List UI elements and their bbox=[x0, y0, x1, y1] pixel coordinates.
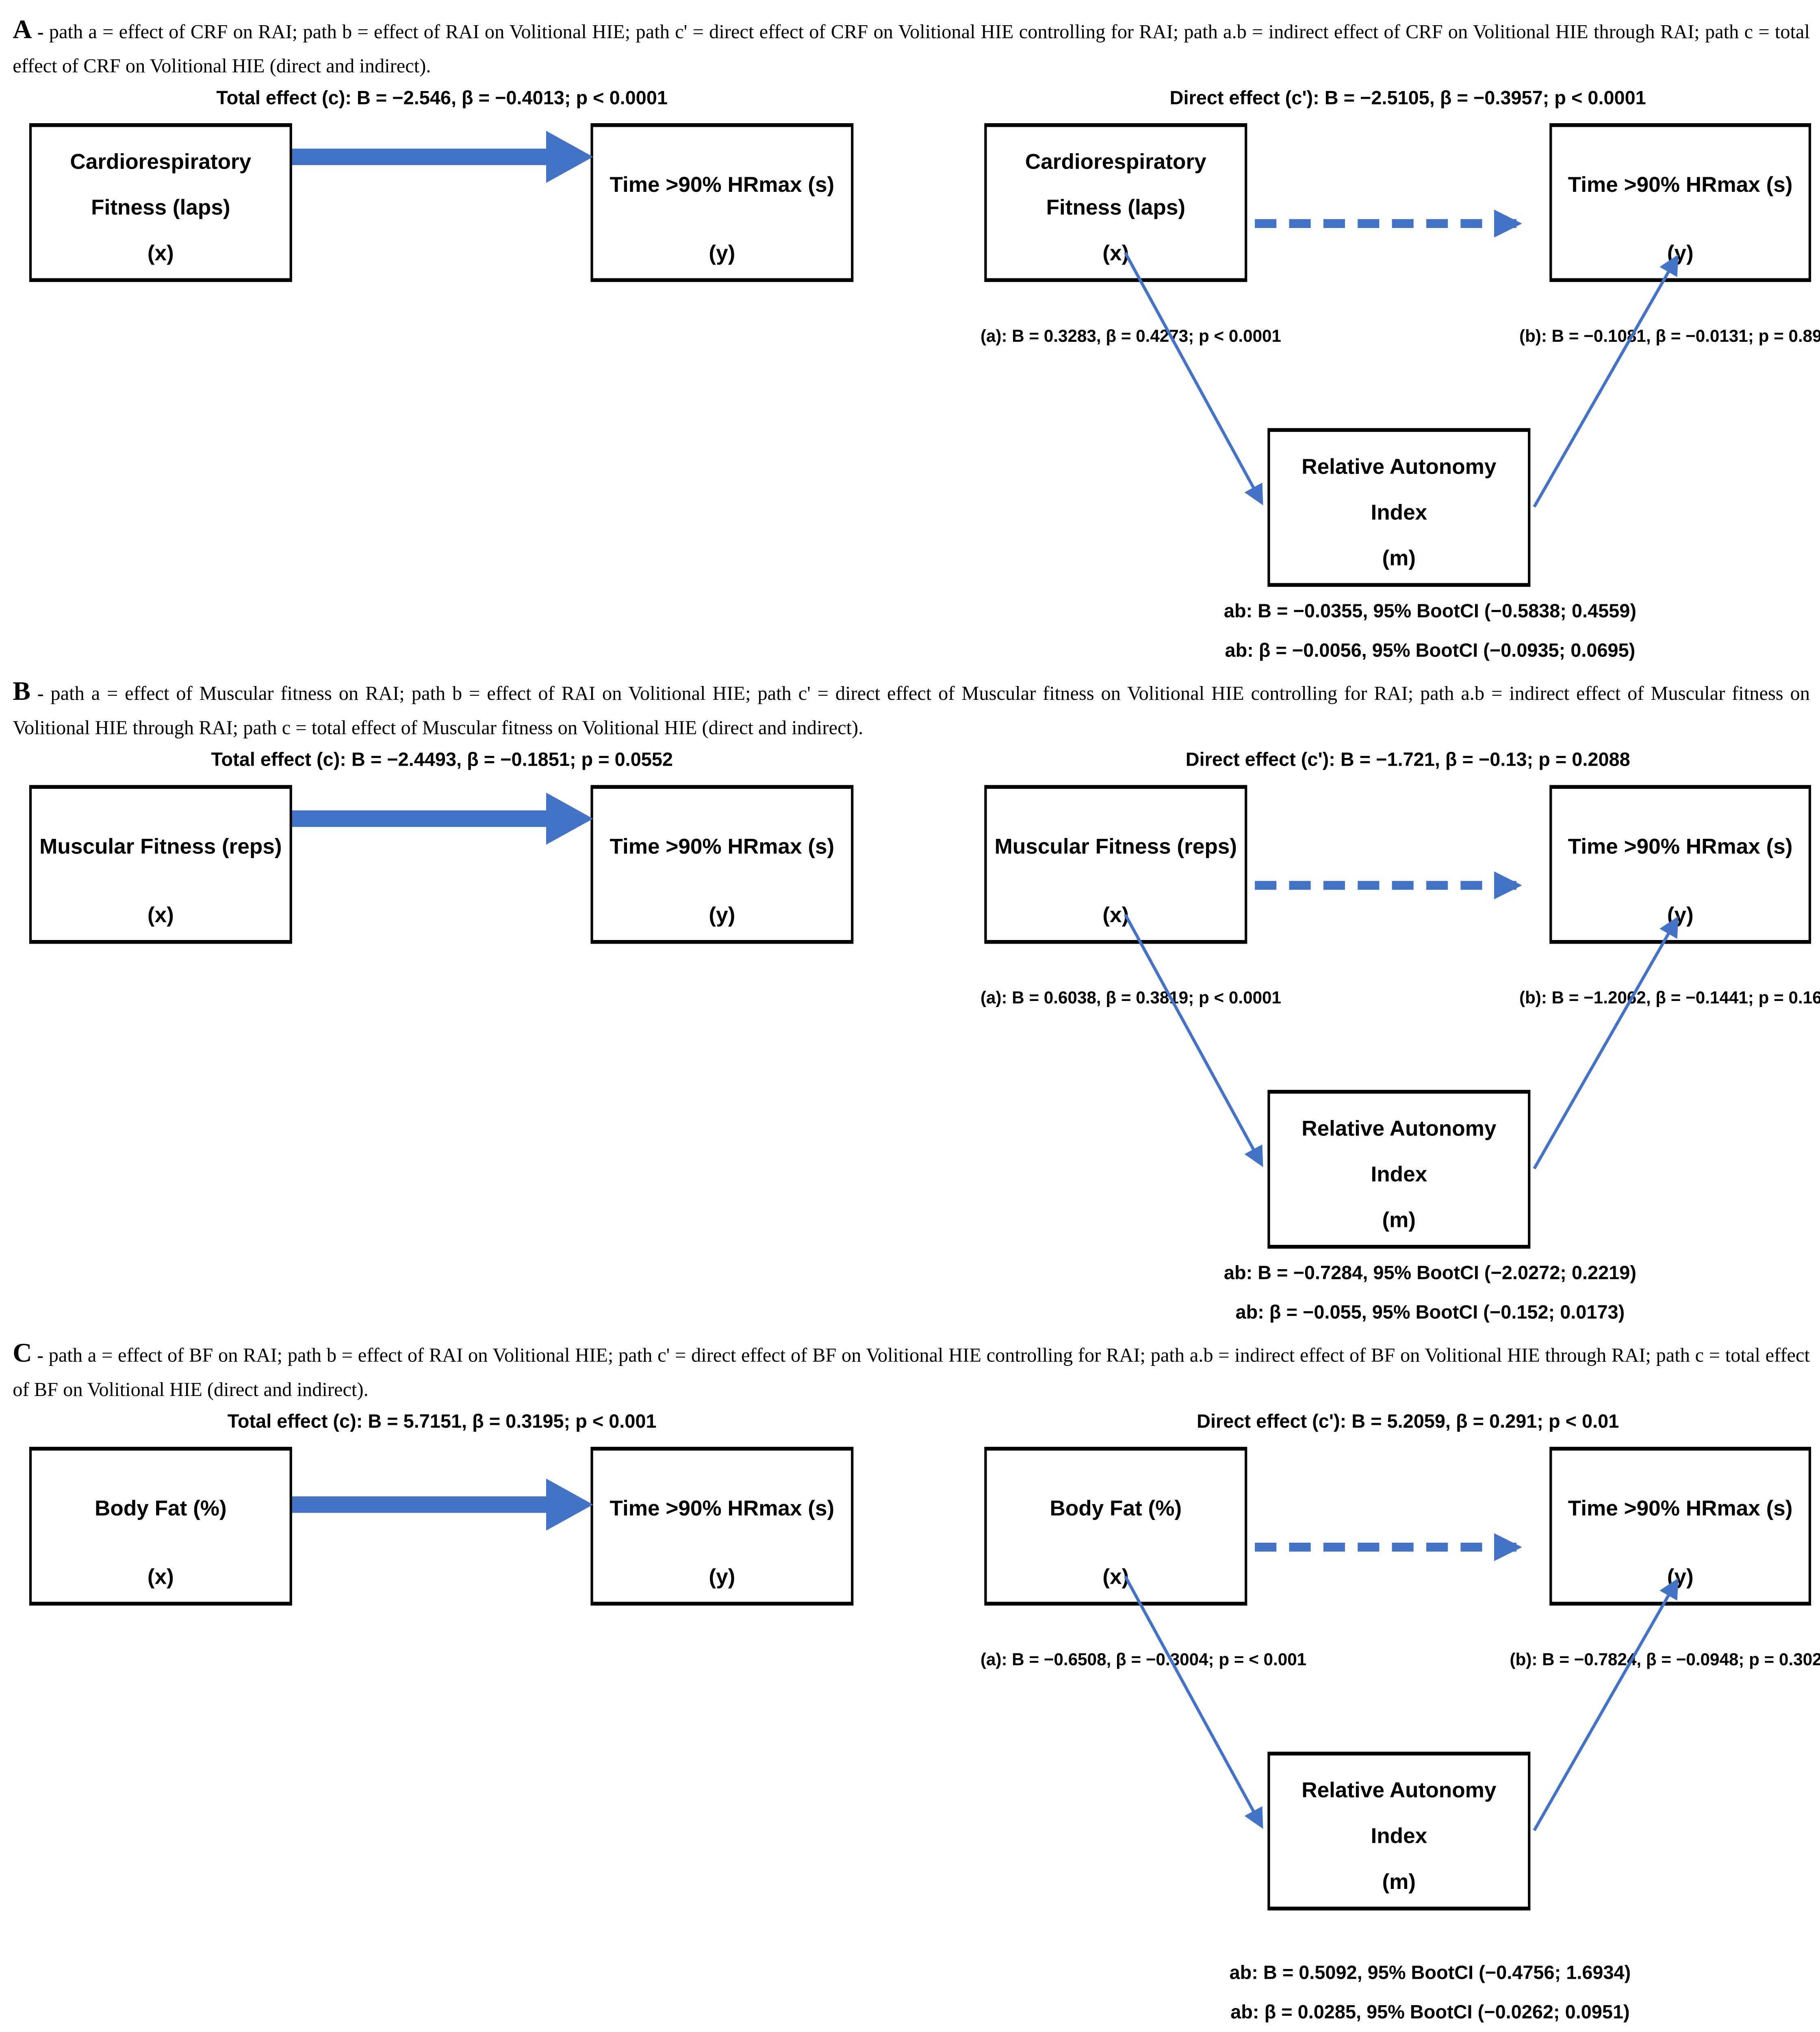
indirect-effect-block: ab: B = 0.5092, 95% BootCI (−0.4756; 1.6… bbox=[1029, 1955, 1820, 2032]
outcome-name: Time >90% HRmax (s) bbox=[610, 1496, 835, 1521]
panel-b-caption: B - path a = effect of Muscular fitness … bbox=[13, 670, 1810, 745]
mediator-role: (m) bbox=[1382, 1208, 1416, 1233]
predictor-name: Body Fat (%) bbox=[1050, 1496, 1182, 1521]
path-a-stats: (a): B = −0.6508, β = −0.3004; p = < 0.0… bbox=[980, 1650, 1307, 1670]
panel-a: A - path a = effect of CRF on RAI; path … bbox=[13, 8, 1820, 662]
predictor-name: Cardiorespiratory Fitness (laps) bbox=[70, 149, 252, 220]
predictor-name: Body Fat (%) bbox=[95, 1496, 227, 1521]
indirect-effect-b: ab: B = −0.0355, 95% BootCI (−0.5838; 0.… bbox=[1223, 601, 1636, 623]
panel-c-separator: - bbox=[37, 1346, 44, 1367]
path-b-stats: (b): B = −1.2062, β = −0.1441; p = 0.164 bbox=[1519, 988, 1820, 1008]
outcome-box-direct: Time >90% HRmax (s) (y) bbox=[1549, 1447, 1811, 1606]
mediator-box: Relative Autonomy Index (m) bbox=[1267, 1752, 1531, 1911]
predictor-name: Muscular Fitness (reps) bbox=[994, 834, 1237, 859]
total-effect-arrow bbox=[292, 131, 593, 183]
panel-c-caption: C - path a = effect of BF on RAI; path b… bbox=[13, 1331, 1810, 1407]
path-stats-row: (a): B = −0.6508, β = −0.3004; p = < 0.0… bbox=[981, 1650, 1820, 1669]
path-a-arrow bbox=[1124, 1576, 1263, 1830]
direct-effect-label: Direct effect (c'): B = −2.5105, β = −0.… bbox=[1169, 88, 1646, 110]
predictor-role: (x) bbox=[1102, 1565, 1129, 1590]
path-b-arrow bbox=[1533, 916, 1679, 1170]
panel-a-caption-text: path a = effect of CRF on RAI; path b = … bbox=[13, 22, 1810, 78]
path-stats-row: (a): B = 0.6038, β = 0.3819; p < 0.0001 … bbox=[981, 988, 1820, 1007]
indirect-effect-b: ab: B = −0.7284, 95% BootCI (−2.0272; 0.… bbox=[1223, 1263, 1636, 1285]
predictor-role: (x) bbox=[1102, 903, 1129, 928]
predictor-box-direct: Body Fat (%) (x) bbox=[984, 1447, 1247, 1606]
panel-b-caption-text: path a = effect of Muscular fitness on R… bbox=[13, 683, 1810, 740]
outcome-box-total: Time >90% HRmax (s) (y) bbox=[590, 1447, 854, 1606]
indirect-effect-beta: ab: β = 0.0285, 95% BootCI (−0.0262; 0.0… bbox=[1230, 2002, 1630, 2024]
outcome-name: Time >90% HRmax (s) bbox=[1568, 834, 1793, 859]
indirect-effect-beta: ab: β = −0.055, 95% BootCI (−0.152; 0.01… bbox=[1235, 1302, 1625, 1324]
panel-b-separator: - bbox=[37, 685, 44, 706]
predictor-role: (x) bbox=[147, 1565, 174, 1590]
path-a-arrow bbox=[1124, 252, 1263, 506]
panel-b-letter: B bbox=[13, 676, 31, 707]
direct-effect-label: Direct effect (c'): B = −1.721, β = −0.1… bbox=[1185, 749, 1630, 772]
outcome-name: Time >90% HRmax (s) bbox=[610, 172, 835, 197]
path-a-arrow bbox=[1124, 914, 1263, 1168]
predictor-name: Cardiorespiratory Fitness (laps) bbox=[1025, 149, 1206, 220]
panel-b-diagram: Total effect (c): B = −2.4493, β = −0.18… bbox=[13, 749, 1820, 1324]
mediator-name: Relative Autonomy Index bbox=[1302, 1116, 1497, 1187]
outcome-box-total: Time >90% HRmax (s) (y) bbox=[590, 785, 854, 944]
path-a-stats: (a): B = 0.3283, β = 0.4273; p < 0.0001 bbox=[980, 326, 1281, 346]
outcome-name: Time >90% HRmax (s) bbox=[610, 834, 835, 859]
panel-a-letter: A bbox=[13, 14, 32, 45]
total-effect-arrow bbox=[292, 793, 593, 845]
path-stats-row: (a): B = 0.3283, β = 0.4273; p < 0.0001 … bbox=[981, 327, 1820, 346]
predictor-box-total: Muscular Fitness (reps) (x) bbox=[29, 785, 292, 944]
mediator-box: Relative Autonomy Index (m) bbox=[1267, 428, 1531, 587]
panel-a-diagram: Total effect (c): B = −2.546, β = −0.401… bbox=[13, 88, 1820, 662]
predictor-box-direct: Cardiorespiratory Fitness (laps) (x) bbox=[984, 123, 1247, 282]
mediator-role: (m) bbox=[1382, 546, 1416, 571]
predictor-role: (x) bbox=[147, 903, 174, 928]
panel-a-separator: - bbox=[37, 23, 44, 43]
panel-b: B - path a = effect of Muscular fitness … bbox=[13, 670, 1820, 1324]
panel-c-letter: C bbox=[13, 1338, 32, 1369]
outcome-box-direct: Time >90% HRmax (s) (y) bbox=[1549, 123, 1811, 282]
outcome-name: Time >90% HRmax (s) bbox=[1568, 172, 1793, 197]
total-effect-arrow bbox=[292, 1479, 593, 1531]
path-b-arrow bbox=[1533, 1578, 1679, 1832]
outcome-role: (y) bbox=[709, 241, 735, 266]
path-b-arrow bbox=[1533, 254, 1679, 508]
mediator-name: Relative Autonomy Index bbox=[1302, 1778, 1497, 1849]
direct-effect-label: Direct effect (c'): B = 5.2059, β = 0.29… bbox=[1197, 1411, 1619, 1433]
outcome-role: (y) bbox=[709, 903, 735, 928]
path-a-stats: (a): B = 0.6038, β = 0.3819; p < 0.0001 bbox=[980, 988, 1281, 1008]
predictor-box-total: Body Fat (%) (x) bbox=[29, 1447, 292, 1606]
outcome-box-direct: Time >90% HRmax (s) (y) bbox=[1549, 785, 1811, 944]
panel-c-caption-text: path a = effect of BF on RAI; path b = e… bbox=[13, 1345, 1810, 1402]
path-b-stats: (b): B = −0.7824, β = −0.0948; p = 0.302… bbox=[1510, 1650, 1820, 1670]
panel-c: C - path a = effect of BF on RAI; path b… bbox=[13, 1331, 1820, 2029]
indirect-effect-b: ab: B = 0.5092, 95% BootCI (−0.4756; 1.6… bbox=[1229, 1963, 1631, 1985]
total-effect-label: Total effect (c): B = −2.4493, β = −0.18… bbox=[211, 749, 673, 772]
panel-c-diagram: Total effect (c): B = 5.7151, β = 0.3195… bbox=[13, 1412, 1820, 2029]
indirect-effect-block: ab: B = −0.7284, 95% BootCI (−2.0272; 0.… bbox=[1029, 1255, 1820, 1333]
panel-a-caption: A - path a = effect of CRF on RAI; path … bbox=[13, 8, 1810, 83]
outcome-role: (y) bbox=[1667, 903, 1694, 928]
outcome-role: (y) bbox=[1667, 241, 1694, 266]
predictor-box-direct: Muscular Fitness (reps) (x) bbox=[984, 785, 1247, 944]
mediator-name: Relative Autonomy Index bbox=[1302, 454, 1497, 525]
outcome-role: (y) bbox=[1667, 1565, 1694, 1590]
predictor-name: Muscular Fitness (reps) bbox=[39, 834, 282, 859]
outcome-name: Time >90% HRmax (s) bbox=[1568, 1496, 1793, 1521]
indirect-effect-block: ab: B = −0.0355, 95% BootCI (−0.5838; 0.… bbox=[1029, 593, 1820, 671]
predictor-role: (x) bbox=[1102, 241, 1129, 266]
predictor-box-total: Cardiorespiratory Fitness (laps) (x) bbox=[29, 123, 292, 282]
total-effect-label: Total effect (c): B = −2.546, β = −0.401… bbox=[216, 88, 668, 110]
mediator-role: (m) bbox=[1382, 1870, 1416, 1895]
indirect-effect-beta: ab: β = −0.0056, 95% BootCI (−0.0935; 0.… bbox=[1225, 640, 1636, 662]
mediator-box: Relative Autonomy Index (m) bbox=[1267, 1090, 1531, 1249]
outcome-box-total: Time >90% HRmax (s) (y) bbox=[590, 123, 854, 282]
predictor-role: (x) bbox=[147, 241, 174, 266]
path-b-stats: (b): B = −0.1081, β = −0.0131; p = 0.899 bbox=[1519, 326, 1820, 346]
outcome-role: (y) bbox=[709, 1565, 735, 1590]
total-effect-label: Total effect (c): B = 5.7151, β = 0.3195… bbox=[227, 1411, 657, 1433]
